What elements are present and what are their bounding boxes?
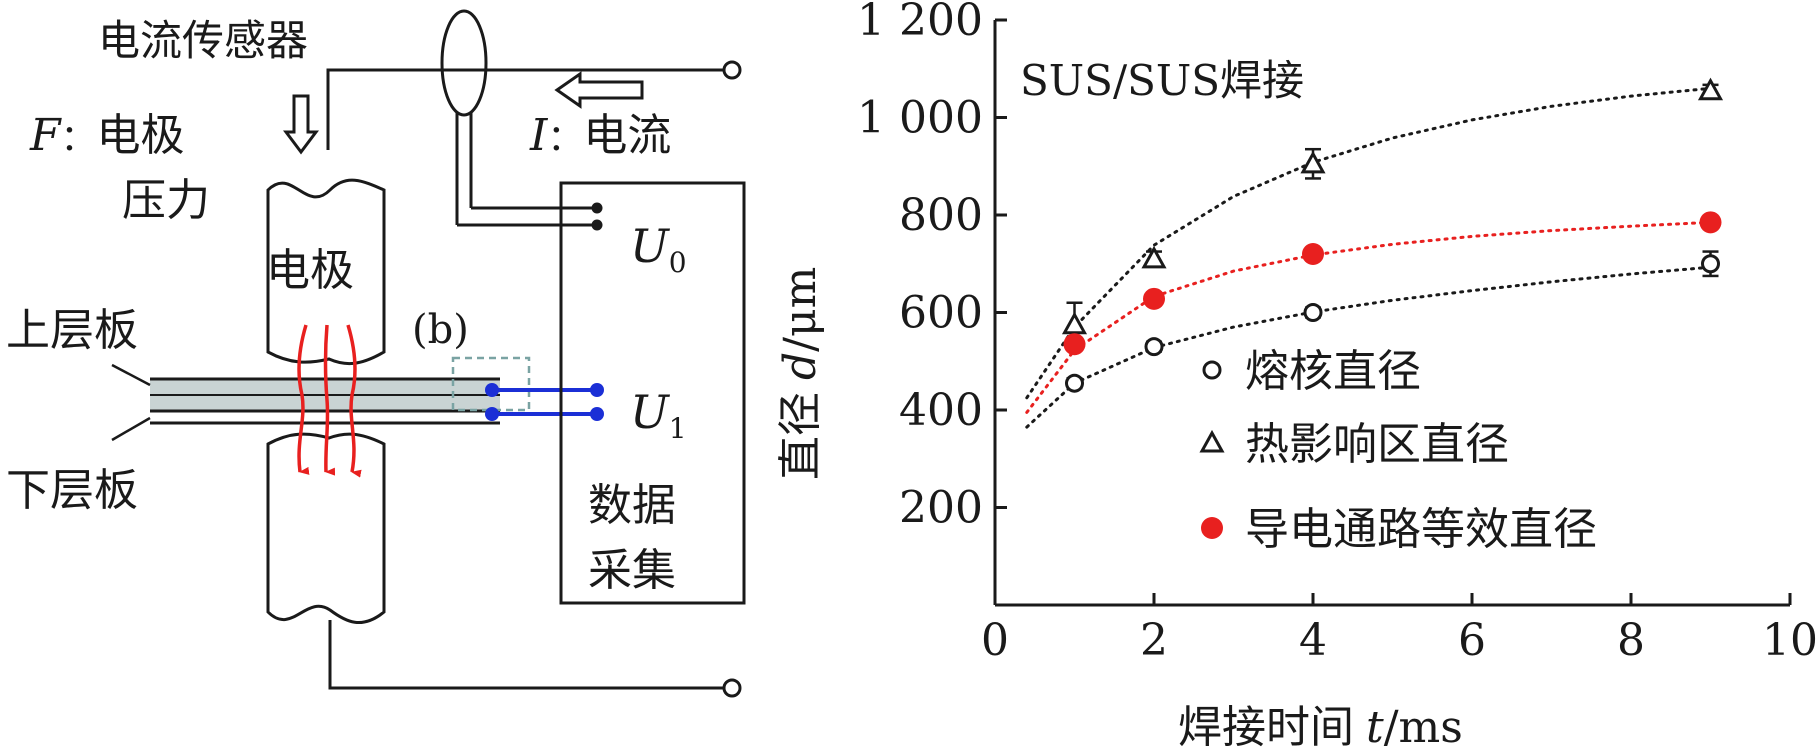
data-point-series-2 xyxy=(1141,245,1167,269)
legend-label: 热影响区直径 xyxy=(1245,419,1509,470)
u1-label: U1 xyxy=(630,385,687,445)
u0-var: U xyxy=(630,219,671,273)
u1-terminal-dot xyxy=(590,407,604,421)
fit-curve-2 xyxy=(1025,86,1712,400)
data-point-series-2 xyxy=(1697,77,1724,101)
detail-dashed-box xyxy=(451,356,531,412)
lower-electrode xyxy=(266,432,386,625)
data-point-series-1 xyxy=(1065,373,1084,393)
x-tick-label: 4 xyxy=(1299,615,1327,666)
x-tick-label: 0 xyxy=(981,615,1009,666)
y-axis-label-text: 直径 xyxy=(775,392,826,480)
chart-title: SUS/SUS焊接 xyxy=(1020,56,1304,105)
daq-label-line1: 数据 xyxy=(588,480,676,531)
u0-label: U0 xyxy=(630,219,687,279)
y-tick-label: 400 xyxy=(899,385,983,436)
x-axis-label-var: t xyxy=(1366,702,1384,753)
current-direction-arrow xyxy=(554,71,644,109)
x-tick-label: 2 xyxy=(1140,615,1168,666)
data-point-series-2 xyxy=(1300,150,1326,174)
bottom-supply-wire xyxy=(328,620,723,690)
data-point-series-1 xyxy=(1701,254,1720,274)
lower-plate-leader xyxy=(111,416,151,442)
x-tick-label: 8 xyxy=(1617,615,1645,666)
chart-fit-curves xyxy=(1025,86,1712,429)
current-sensor-coil xyxy=(440,9,488,117)
x-tick-label: 10 xyxy=(1762,615,1818,666)
y-axis-label: 直径 d/μm xyxy=(775,267,826,480)
current-flow-arrow xyxy=(297,324,310,475)
current-text: 电流 xyxy=(583,110,671,161)
upper-plate-label: 上层板 xyxy=(6,305,138,356)
legend-label: 导电通路等效直径 xyxy=(1245,504,1597,555)
data-point-series-1 xyxy=(1144,337,1164,357)
y-axis-label-var: d xyxy=(775,352,826,380)
fit-curve-3 xyxy=(1025,220,1712,414)
data-point-series-2 xyxy=(1061,311,1088,335)
lower-plate-label: 下层板 xyxy=(6,465,138,516)
y-tick-label: 1 000 xyxy=(857,93,983,144)
u0-terminal-a xyxy=(591,202,603,214)
legend-marker xyxy=(1202,360,1222,380)
electrode-label: 电极 xyxy=(266,245,354,296)
data-point-series-3 xyxy=(1063,333,1086,356)
y-tick-label: 800 xyxy=(899,190,983,241)
u1-sub: 1 xyxy=(669,412,687,445)
daq-label-line2: 采集 xyxy=(588,545,676,596)
y-axis-label-unit: /μm xyxy=(775,267,826,352)
current-sep: ： xyxy=(547,118,583,159)
current-label: I：电流 xyxy=(529,110,671,161)
y-tick-label: 200 xyxy=(899,483,983,534)
upper-electrode xyxy=(266,178,386,366)
data-point-series-1 xyxy=(1303,303,1323,322)
x-axis-label-text: 焊接时间 xyxy=(1178,702,1354,753)
daq-box xyxy=(559,181,746,605)
force-down-arrow xyxy=(283,94,319,155)
force-sep: ： xyxy=(61,118,97,159)
current-flow-arrow xyxy=(323,324,336,476)
y-tick-label: 600 xyxy=(899,288,983,339)
chart-axes: 0 2 4 6 8 10 200 400 600 800 1 000 1 200 xyxy=(857,0,1818,666)
upper-plate-leader xyxy=(111,363,151,387)
x-tick-label: 6 xyxy=(1458,615,1486,666)
force-label-line2: 压力 xyxy=(122,175,210,226)
detail-label: (b) xyxy=(412,307,469,353)
data-point-series-3 xyxy=(1143,287,1165,310)
sensor-label: 电流传感器 xyxy=(98,16,308,65)
data-point-series-3 xyxy=(1302,243,1324,265)
u1-var: U xyxy=(630,385,671,439)
x-axis-label-unit: /ms xyxy=(1384,702,1463,753)
force-text: 电极 xyxy=(97,110,185,161)
fit-curve-1 xyxy=(1025,265,1712,429)
current-var: I xyxy=(529,110,549,161)
diameter-chart: 0 2 4 6 8 10 200 400 600 800 1 000 1 200 熔核直径热影响区直径… xyxy=(775,0,1818,753)
u0-terminal-b xyxy=(591,219,603,231)
legend-marker xyxy=(1201,517,1223,539)
u1-probe-dot xyxy=(485,383,499,397)
force-label: F：电极 xyxy=(29,110,185,161)
top-supply-wire xyxy=(326,68,723,150)
data-point-series-3 xyxy=(1699,211,1722,234)
bottom-terminal xyxy=(722,678,742,698)
current-flow-arrow xyxy=(346,324,362,478)
u1-terminal-dot xyxy=(590,383,604,397)
welding-schematic: 电流传感器 F：电极 压力 I：电流 电极 上层板 下层板 (b) U0 U1 … xyxy=(6,9,746,698)
top-terminal xyxy=(722,60,742,80)
u0-sub: 0 xyxy=(669,246,687,279)
y-tick-label: 1 200 xyxy=(857,0,983,46)
legend-marker xyxy=(1199,429,1225,453)
u1-probe-dot xyxy=(485,407,499,421)
force-var: F xyxy=(29,110,62,161)
chart-points xyxy=(1061,77,1724,393)
legend-label: 熔核直径 xyxy=(1245,346,1421,397)
